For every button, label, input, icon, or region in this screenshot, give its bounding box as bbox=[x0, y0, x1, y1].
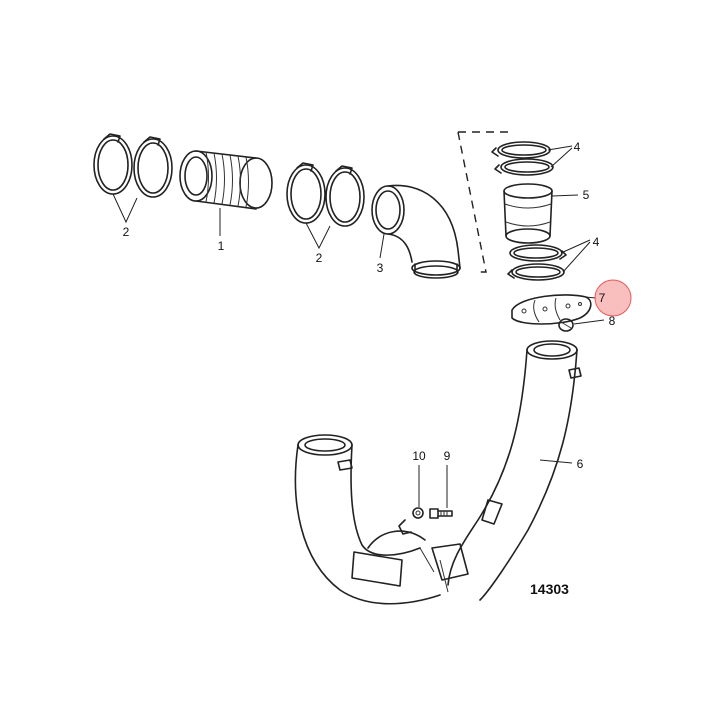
hose-clamp-pair-upper[interactable] bbox=[491, 141, 554, 176]
callout-1: 1 bbox=[218, 239, 225, 253]
hose-clamp-pair-left[interactable] bbox=[93, 133, 173, 198]
corrugated-hose[interactable] bbox=[179, 150, 273, 210]
callout-2-left: 2 bbox=[123, 225, 130, 239]
grouping-bracket bbox=[457, 131, 510, 273]
gasket[interactable] bbox=[511, 294, 592, 325]
callout-8: 8 bbox=[609, 314, 616, 328]
callout-4-lower: 4 bbox=[593, 235, 600, 249]
plug[interactable] bbox=[558, 318, 574, 332]
callout-10: 10 bbox=[412, 449, 426, 463]
washer[interactable] bbox=[412, 507, 424, 519]
y-pipe[interactable] bbox=[294, 340, 582, 605]
callout-3: 3 bbox=[377, 261, 384, 275]
short-hose[interactable] bbox=[503, 183, 553, 244]
callout-7: 7 bbox=[599, 291, 606, 305]
callout-2-middle: 2 bbox=[316, 251, 323, 265]
callout-6: 6 bbox=[577, 457, 584, 471]
hose-clamp-pair-lower[interactable] bbox=[507, 244, 567, 281]
elbow-fitting[interactable] bbox=[371, 184, 461, 279]
bolt[interactable] bbox=[429, 508, 453, 519]
reference-number: 14303 bbox=[530, 581, 569, 597]
highlight-marker bbox=[594, 279, 632, 317]
callout-4-upper: 4 bbox=[574, 140, 581, 154]
leader-lines bbox=[112, 145, 605, 508]
hose-clamp-pair-middle[interactable] bbox=[286, 162, 365, 227]
callout-5: 5 bbox=[583, 188, 590, 202]
callout-9: 9 bbox=[444, 449, 451, 463]
